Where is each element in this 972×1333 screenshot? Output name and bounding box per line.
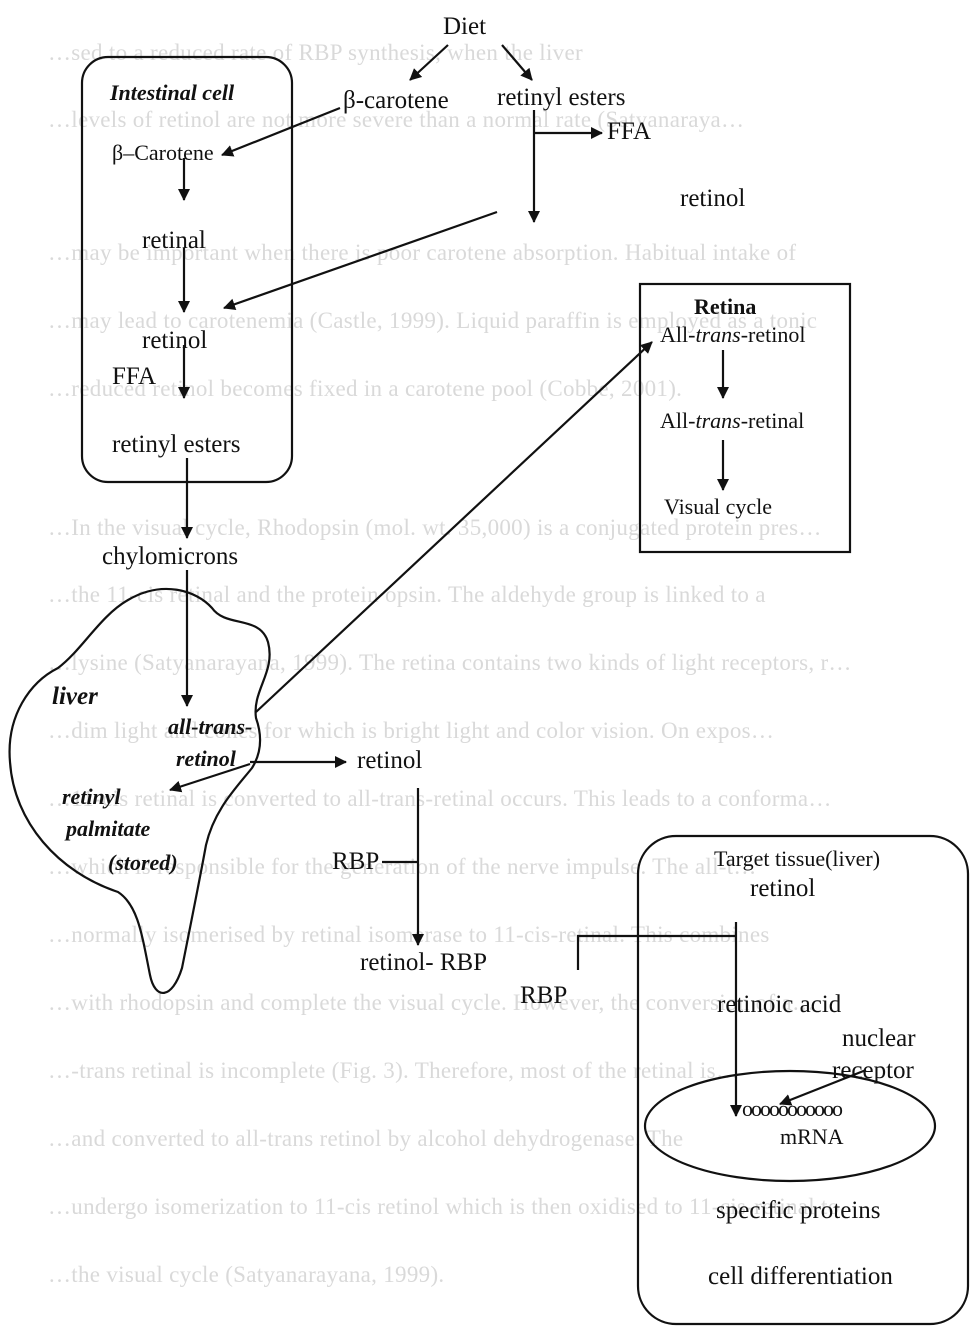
label-target-tissue: Target tissue(liver) [714,846,881,871]
label-diet: Diet [443,13,487,40]
retina-box [638,282,852,554]
label-retina: Retina [694,294,757,319]
label-mrna: mRNA [780,1124,844,1149]
dna-strand: ooooooooooo [742,1096,843,1121]
arrow-receptor-to-dna [779,1068,867,1106]
label-beta-carotene: β-carotene [343,87,449,114]
background-line: …and converted to all-trans retinol by a… [48,1126,684,1151]
nucleus-ellipse [643,1069,937,1183]
label-retinyl-palmitate-2: palmitate [66,816,151,841]
arrow-carotene-into-cell [221,106,341,157]
label-retinal-cell: retinal [142,227,206,254]
background-line: …levels of retinol are not more severe t… [48,107,745,132]
background-line: …In the visual cycle, Rhodopsin (mol. wt… [48,515,822,540]
label-all-trans-retinol-retina: All-trans-retinol [660,322,806,347]
arrow-diet-to-esters [501,44,533,81]
label-rbp-right: RBP [520,982,568,1009]
label-all-trans: all-trans- [168,714,253,739]
arrow-diet-to-carotene [409,44,449,81]
target-tissue-box [636,834,970,1326]
label-retinyl-esters-top: retinyl esters [497,84,626,111]
intestinal-cell-box [80,55,294,484]
label-beta-carotene-cell: β–Carotene [112,140,214,165]
label-all-trans-retinal-retina: All-trans-retinal [660,408,805,433]
label-retinyl-esters-cell: retinyl esters [112,431,241,458]
label-nuclear: nuclear [842,1025,916,1052]
background-line: …-trans retinal is incomplete (Fig. 3). … [48,1058,740,1083]
label-retinyl-palmitate-3: (stored) [108,850,178,875]
background-line: …may lead to carotenemia (Castle, 1999).… [48,308,818,333]
label-all-trans-retinol: retinol [176,746,236,771]
background-line: …reduced retinol becomes fixed in a caro… [48,376,683,401]
label-chylomicrons: chylomicrons [102,543,239,570]
label-ffa-top: FFA [607,118,652,145]
label-retinol-mid: retinol [357,747,423,774]
background-line: …dim light and cones for which is bright… [48,718,775,743]
label-retinyl-palmitate-1: retinyl [62,784,121,809]
label-receptor: receptor [832,1057,914,1084]
background-line: …may be important when there is poor car… [48,240,797,265]
background-line: …normally isomerised by retinal isomeras… [48,922,770,947]
background-line: …sed to a reduced rate of RBP synthesis,… [48,40,583,65]
label-ffa-cell: FFA [112,363,157,390]
liver-outline [8,587,271,994]
background-line: …the 11-cis retinal and the protein opsi… [48,582,766,607]
background-line: …undergo isomerization to 11-cis retinol… [48,1194,840,1219]
rbp-into-target-line [576,934,736,970]
label-retinol-cell: retinol [142,327,208,354]
arrow-liver-to-retina [255,341,653,713]
background-line: …lysine (Satyanarayana, 1999). The retin… [48,650,852,675]
label-specific-proteins: specific proteins [716,1197,881,1224]
label-cell-differentiation: cell differentiation [708,1263,893,1290]
label-target-retinol: retinol [750,875,816,902]
label-retinol-top: retinol [680,185,746,212]
label-rbp-left: RBP [332,848,380,875]
label-intestinal-cell: Intestinal cell [110,80,235,105]
label-retinol-rbp: retinol- RBP [360,949,488,976]
label-liver: liver [52,683,98,710]
arrow-to-palmitate [169,762,251,793]
label-retinoic-acid: retinoic acid [717,991,842,1018]
background-line: …with rhodopsin and complete the visual … [48,990,816,1015]
background-line: …the visual cycle (Satyanarayana, 1999). [48,1262,445,1287]
arrow-retinol-into-cell [223,210,498,311]
label-visual-cycle: Visual cycle [664,494,773,519]
